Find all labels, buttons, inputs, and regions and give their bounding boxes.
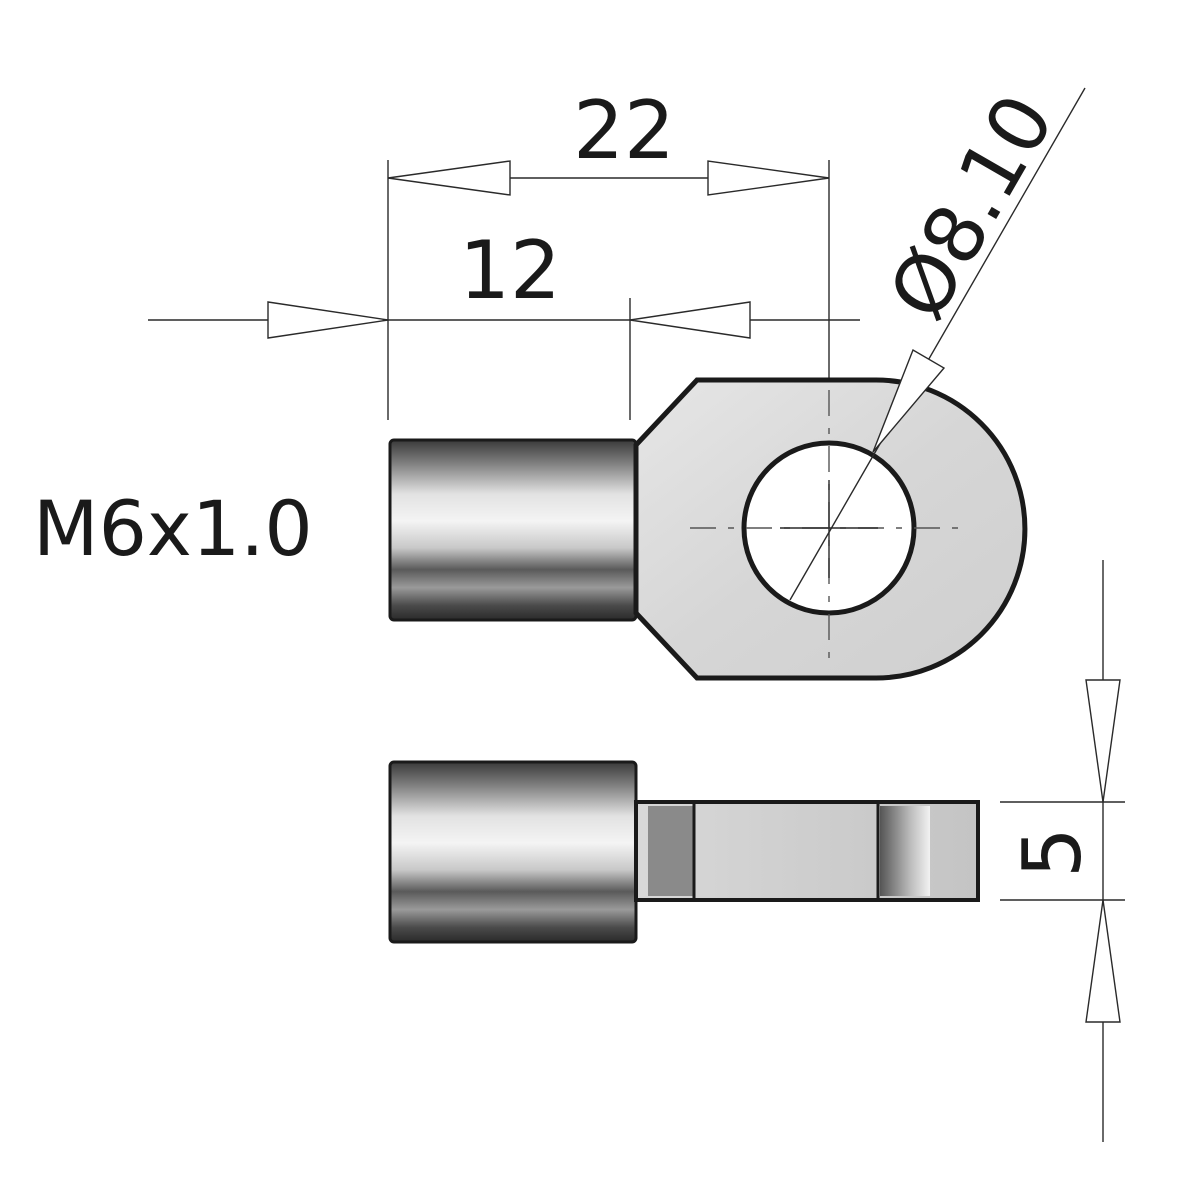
arrow-left-icon	[629, 301, 751, 339]
arrow-up-icon	[1085, 899, 1121, 1023]
dimension-shank-length: 12	[148, 224, 860, 420]
overall-length-label: 22	[573, 84, 675, 177]
shank-side-view	[388, 760, 638, 944]
dimension-overall-length: 22	[387, 84, 830, 420]
arrow-right-icon	[707, 160, 830, 196]
shank-length-label: 12	[459, 224, 561, 317]
plate-side-view	[634, 800, 980, 902]
thickness-label: 5	[1006, 827, 1099, 878]
dimension-thickness: 5	[1000, 560, 1125, 1142]
arrow-left-icon	[387, 160, 511, 196]
shank-top-view	[388, 438, 638, 622]
arrow-right-icon	[267, 301, 389, 339]
arrow-icon	[872, 348, 946, 453]
arrow-down-icon	[1085, 679, 1121, 803]
hole-diameter-label: Ø8.10	[871, 79, 1072, 334]
thread-label: M6x1.0	[33, 484, 313, 573]
